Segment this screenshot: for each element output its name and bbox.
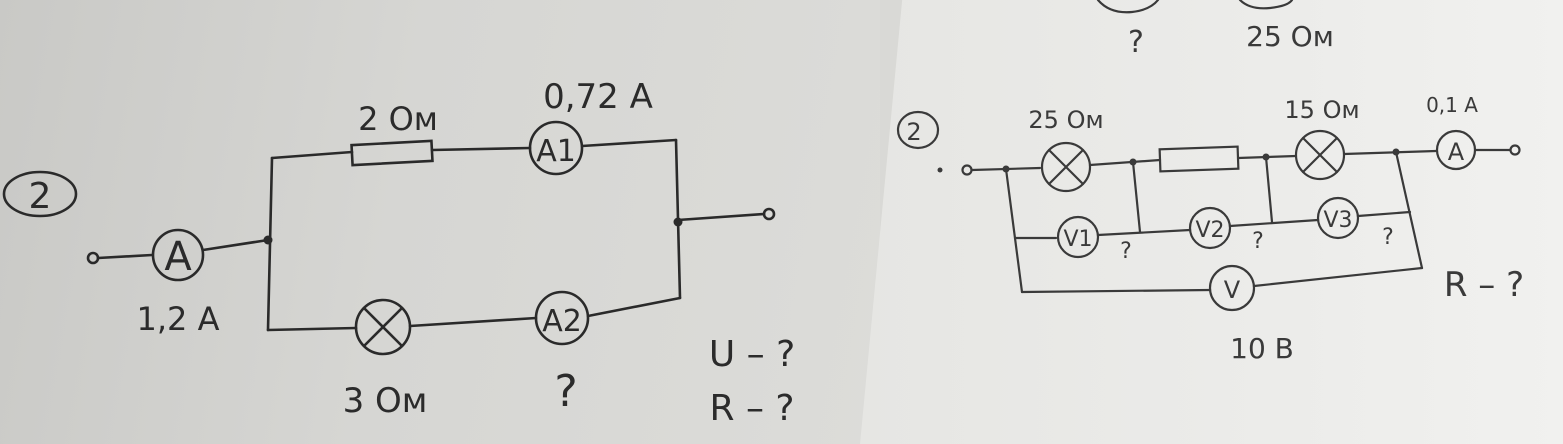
left-question-r: R – ? (709, 388, 794, 429)
left-bottom-wire-1 (266, 326, 358, 332)
right-ammeter-label: A (1448, 138, 1465, 166)
right-voltmeter-total (1208, 264, 1256, 312)
right-voltmeter-1-value: ? (1120, 239, 1132, 264)
left-input-terminal (86, 251, 100, 265)
left-wire-a-to-node (201, 238, 270, 252)
right-voltmeter-1-label: V1 (1063, 227, 1092, 252)
right-voltmeter-3-value: ? (1382, 225, 1394, 250)
right-resistor (1158, 145, 1240, 173)
left-wire-out (676, 212, 766, 222)
right-voltmeter-total-value: 10 B (1230, 332, 1294, 365)
right-voltmeter-3-label: V3 (1323, 208, 1352, 233)
right-voltmeter-2-value: ? (1252, 229, 1264, 254)
left-page (0, 0, 880, 444)
right-v-wire-left (1020, 288, 1212, 294)
right-lamp-1-label: 25 Ом (1028, 106, 1103, 134)
right-problem-number: 2 (906, 118, 921, 146)
right-question-r: R – ? (1444, 265, 1524, 305)
left-bottom-wire-3 (586, 296, 682, 318)
right-circuit: ? 25 Ом 2 25 Ом 15 Ом A 0,1 A (896, 0, 1524, 365)
left-top-wire-3 (580, 138, 678, 148)
right-vertical-left (1004, 167, 1024, 294)
right-top-question: ? (1128, 25, 1144, 60)
left-vertical-left (266, 156, 274, 332)
right-v3-wire-right (1356, 210, 1412, 218)
right-dot (937, 167, 943, 173)
right-v2-v3-link (1264, 155, 1274, 224)
left-bottom-wire-2 (408, 316, 538, 328)
right-voltmeter-1 (1056, 215, 1100, 259)
left-ammeter-main-value: 1,2 A (137, 300, 220, 338)
right-voltmeter-2-label: V2 (1195, 218, 1224, 243)
right-lamp-2-label: 15 Ом (1284, 96, 1359, 124)
left-ammeter-1-value: 0,72 A (543, 77, 653, 117)
left-lamp-cross-2 (362, 306, 404, 348)
right-lamp-1-cross-2 (1047, 148, 1085, 186)
left-problem-number: 2 (29, 176, 52, 217)
right-voltmeter-total-label: V (1224, 276, 1241, 304)
right-lamp-1 (1040, 141, 1092, 193)
right-v1-v2-wire (1096, 228, 1192, 237)
left-ammeter-2-label: A2 (542, 304, 582, 339)
left-ammeter-main-label: A (164, 234, 192, 280)
left-wire-in (96, 253, 154, 260)
right-vertical-right (1394, 150, 1424, 270)
left-ammeter-2 (534, 290, 590, 346)
right-page (860, 0, 1563, 444)
right-input-terminal (961, 164, 973, 176)
left-resistor (350, 139, 434, 167)
left-problem-number-circle (2, 170, 78, 218)
right-top-arc-1 (1096, 0, 1160, 14)
right-output-terminal (1509, 144, 1521, 156)
right-wire-4 (1342, 149, 1438, 156)
left-ammeter-2-value: ? (554, 366, 577, 417)
left-top-wire-2 (430, 146, 532, 152)
right-wire-2 (1088, 158, 1162, 167)
right-v-wire-right (1252, 266, 1424, 288)
left-output-terminal (762, 207, 776, 221)
left-ammeter-1-label: A1 (536, 134, 576, 169)
right-top-arc-2 (1238, 0, 1294, 10)
left-top-wire-1 (270, 150, 354, 160)
right-v2-v3-wire (1228, 218, 1320, 228)
right-voltmeter-3 (1316, 196, 1360, 240)
right-top-value: 25 Ом (1246, 20, 1334, 53)
right-ammeter-value: 0,1 A (1426, 93, 1478, 117)
right-voltmeter-2 (1188, 206, 1232, 250)
left-ammeter-1 (528, 120, 584, 176)
right-lamp-2-cross-2 (1301, 136, 1339, 174)
left-question-u: U – ? (709, 334, 795, 375)
right-problem-number-circle (896, 110, 940, 150)
left-lamp-label: 3 Ом (343, 381, 428, 421)
left-ammeter-main (151, 228, 205, 282)
left-resistor-label: 2 Ом (358, 100, 438, 138)
left-circuit: 2 A 1,2 A 2 Ом A1 0,72 A 3 Ом A2 (2, 77, 795, 429)
right-v1-v2-link (1131, 160, 1142, 234)
